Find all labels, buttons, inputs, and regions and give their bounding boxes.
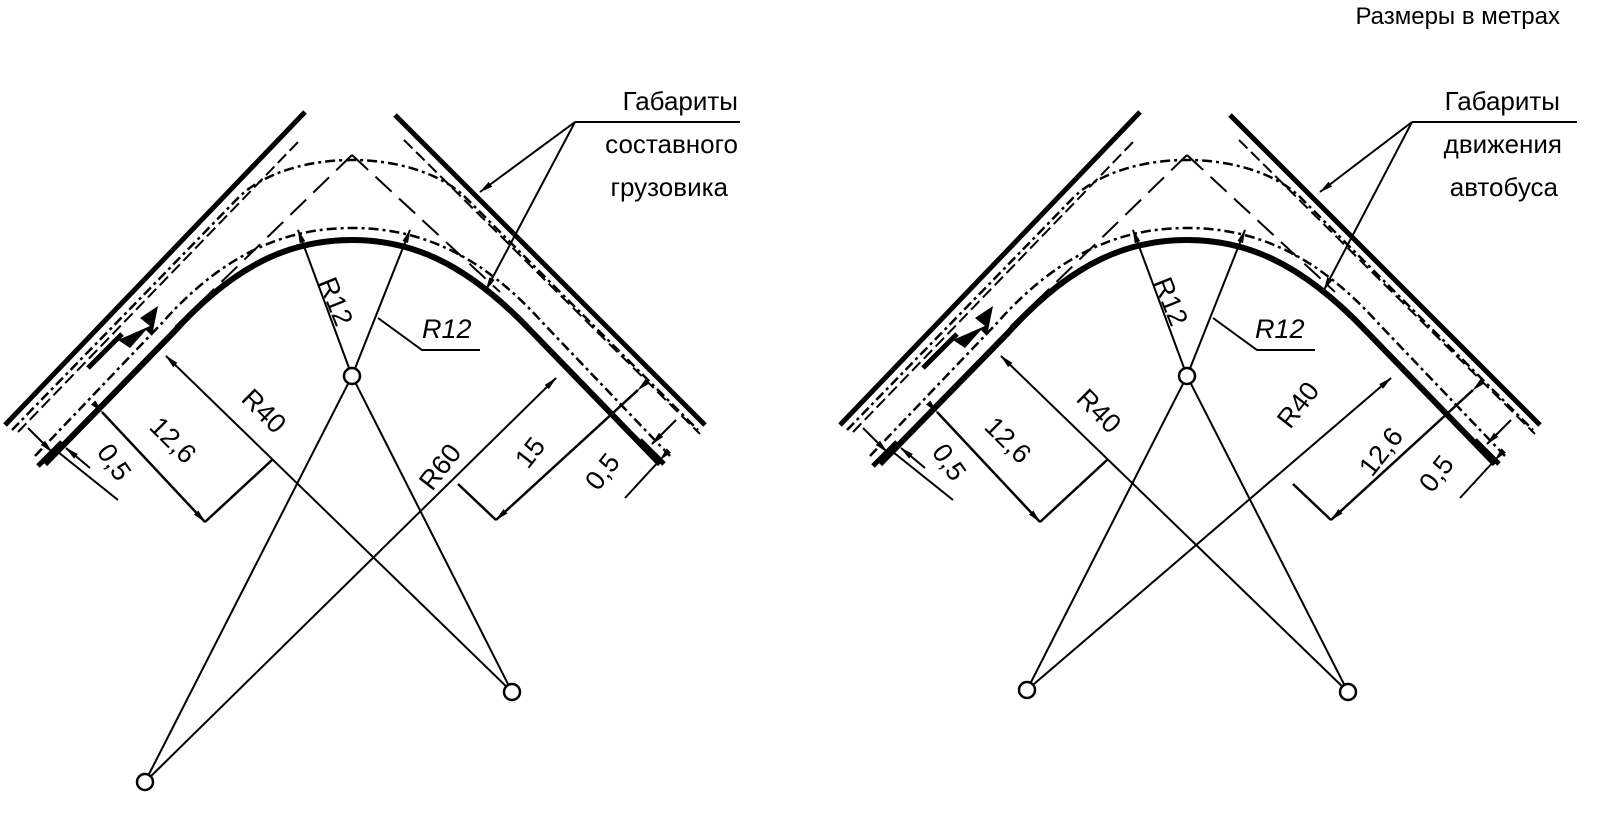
bus-geometry — [838, 110, 1577, 702]
legend-line-2: движения — [1444, 129, 1562, 159]
pivot-circle — [1177, 366, 1197, 386]
radius-line-left — [165, 355, 513, 693]
dim-right-width — [1330, 379, 1485, 521]
tangent-line-left — [171, 154, 353, 331]
label-width-12-6: 12,6 — [144, 411, 202, 469]
outer-dashed-right — [1238, 139, 1536, 435]
outer-wall-right — [1228, 113, 1542, 427]
outer-wall-left — [3, 110, 307, 427]
radius-line-right — [1026, 377, 1392, 691]
outer-clearance-line — [11, 158, 699, 431]
r12-radius-right — [1186, 229, 1246, 377]
pivot-circle — [135, 772, 155, 792]
bus-diagram: Габариты движения автобуса R12 R12 R40 1… — [838, 86, 1577, 702]
tangent-line-left — [1006, 154, 1188, 331]
dim-clearance-line — [892, 451, 954, 501]
direction-arrow-icon — [118, 306, 158, 348]
end-tick-left — [871, 440, 899, 468]
label-r40-right: R40 — [1271, 376, 1325, 434]
truck-geometry — [3, 110, 740, 792]
legend-line-1: Габариты — [623, 86, 738, 116]
radius-line — [351, 375, 513, 693]
label-clearance-left: 0,5 — [91, 438, 137, 486]
dim-12-6 — [925, 400, 1041, 523]
pivot-circle — [1017, 680, 1037, 700]
legend-line-2: составного — [605, 129, 738, 159]
legend-leader-inner — [485, 121, 576, 291]
label-r60: R60 — [413, 438, 467, 496]
legend-leader-outer — [479, 121, 576, 193]
dim-clearance-arrow — [27, 427, 53, 453]
legend-line-3: грузовика — [611, 172, 729, 202]
inner-edge-curve — [877, 236, 1498, 467]
label-width-15: 15 — [509, 432, 551, 474]
label-width-12-6-left: 12,6 — [979, 411, 1037, 469]
legend-line-3: автобуса — [1450, 172, 1559, 202]
direction-arrow-icon — [953, 306, 993, 348]
dim-clearance-arrow-right — [651, 419, 677, 445]
dim-clearance-arrow2 — [900, 447, 926, 469]
units-note: Размеры в метрах — [1355, 3, 1560, 30]
outer-wall-right — [393, 113, 707, 427]
legend-leader-outer — [1319, 121, 1413, 193]
dim-clearance-line — [57, 451, 119, 501]
dim-right-width — [495, 379, 650, 521]
label-r12-leader: R12 — [1255, 314, 1305, 344]
dim-12-6 — [90, 400, 206, 523]
truck-diagram: Габариты составного грузовика R12 R12 R4… — [3, 86, 740, 792]
outer-dashed-right — [403, 139, 701, 435]
label-clearance-right: 0,5 — [1413, 450, 1460, 498]
outer-clearance-line — [846, 158, 1534, 431]
inner-clearance-line — [869, 226, 1506, 457]
lane-dash — [86, 332, 124, 370]
label-clearance-left: 0,5 — [926, 438, 972, 486]
legend-line-1: Габариты — [1445, 86, 1560, 116]
r12-radius-left — [297, 229, 353, 377]
dim-extension-right — [457, 483, 497, 521]
tangent-line-right — [351, 154, 501, 293]
radius-line — [1186, 375, 1349, 693]
inner-clearance-line — [34, 226, 671, 457]
dim-extension — [204, 459, 273, 523]
tangent-line-right — [1186, 154, 1336, 293]
dim-clearance-line-right — [624, 448, 672, 499]
dim-clearance-line-right — [1459, 448, 1507, 499]
pivot-circle — [342, 366, 362, 386]
label-width-12-6-right: 12,6 — [1353, 422, 1409, 482]
r12-leader — [377, 317, 480, 351]
r12-radius-left — [1132, 229, 1188, 377]
legend-leader-inner — [1323, 121, 1413, 291]
radius-line — [144, 375, 353, 783]
radius-line-left — [1000, 355, 1349, 693]
dim-extension-right — [1292, 483, 1332, 521]
label-r12-leader: R12 — [422, 314, 472, 344]
inner-edge-curve — [42, 236, 663, 467]
pivot-circle — [502, 682, 522, 702]
radius-line — [1026, 375, 1188, 691]
outer-wall-left — [838, 110, 1142, 427]
dim-clearance-arrow — [862, 427, 888, 453]
dim-clearance-arrow2 — [65, 447, 91, 469]
r12-radius-right — [351, 229, 411, 377]
label-r12-arrow: R12 — [312, 273, 358, 330]
r12-leader — [1212, 317, 1315, 351]
end-tick-left — [36, 440, 64, 468]
dim-extension — [1039, 459, 1108, 523]
label-clearance-right: 0,5 — [579, 448, 626, 496]
dim-clearance-arrow-right — [1486, 419, 1512, 445]
lane-dash — [921, 332, 959, 370]
pivot-circle — [1338, 682, 1358, 702]
label-r12-arrow: R12 — [1147, 273, 1193, 330]
radius-line-right — [144, 377, 557, 783]
